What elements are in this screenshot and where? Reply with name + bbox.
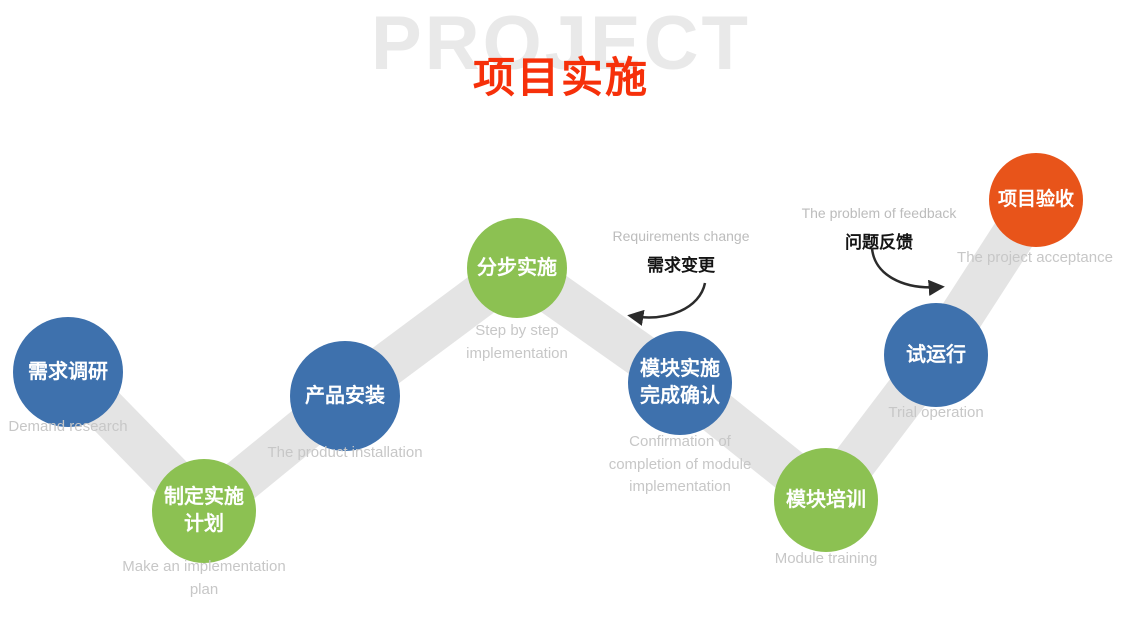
step-caption: Confirmation of completion of module imp… (608, 433, 752, 495)
annotation-requirements-change: Requirements change 需求变更 (613, 228, 750, 276)
step-circle-product-install: 产品安装 (290, 341, 400, 451)
step-caption: The project acceptance (957, 249, 1113, 266)
background-word: PROJECT (371, 1, 751, 86)
step-label: 项目验收 (997, 189, 1074, 211)
annotation-problem-feedback: The problem of feedback 问题反馈 (802, 205, 957, 253)
step-circle-acceptance: 项目验收 (989, 153, 1083, 247)
step-circle-demand-research: 需求调研 (13, 317, 123, 427)
annotation-en: Requirements change (612, 228, 750, 244)
step-label: 分步实施 (477, 256, 557, 279)
step-caption: Make an implementation plan (122, 558, 286, 598)
step-caption: Step by step implementation (466, 322, 568, 362)
step-label: 试运行 (906, 343, 966, 366)
page-title: 项目实施 (472, 54, 649, 101)
annotation-zh: 问题反馈 (845, 233, 913, 252)
step-circle-module-training: 模块培训 (774, 448, 878, 552)
step-caption: Demand research (8, 418, 128, 435)
step-circle-trial-operation: 试运行 (884, 303, 988, 407)
step-label: 制定实施 计划 (164, 486, 244, 535)
step-label: 需求调研 (28, 360, 108, 383)
step-circle-implementation-plan: 制定实施 计划 (152, 459, 256, 563)
step-label: 产品安装 (305, 384, 385, 407)
arrow-requirements-change (627, 282, 707, 326)
annotation-en: The problem of feedback (801, 205, 957, 221)
step-circle-step-by-step: 分步实施 (467, 218, 567, 318)
step-caption: Module training (774, 550, 878, 567)
step-caption: The product installation (267, 444, 423, 461)
annotation-zh: 需求变更 (646, 256, 715, 275)
step-label: 模块实施 完成确认 (640, 358, 720, 407)
step-label: 模块培训 (786, 488, 866, 511)
step-circle-module-confirm: 模块实施 完成确认 (628, 331, 732, 435)
step-caption: Trial operation (888, 404, 984, 421)
